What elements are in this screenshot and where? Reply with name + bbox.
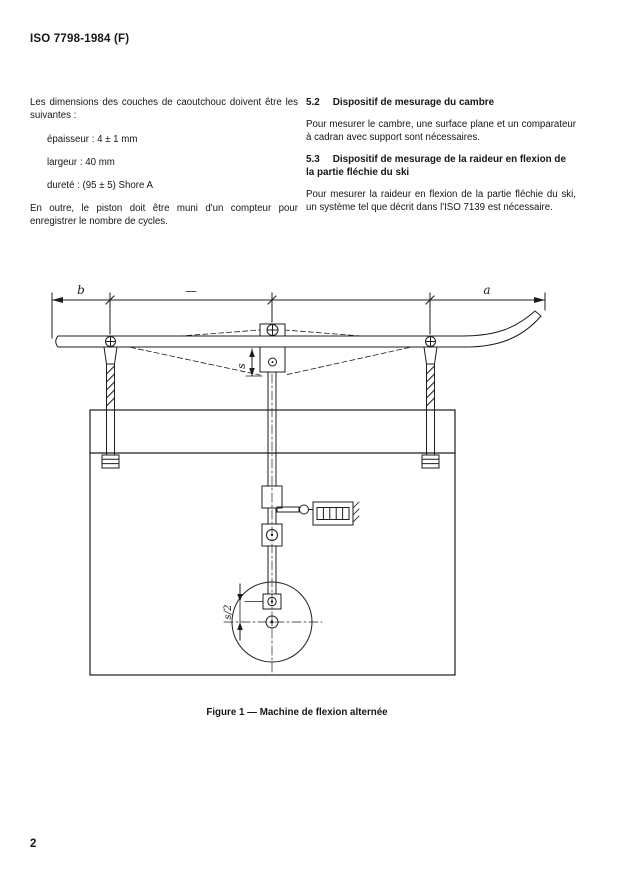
- dim-label-s2: s/2: [223, 605, 234, 620]
- paragraph-rubber-dimensions: Les dimensions des couches de caoutchouc…: [30, 97, 298, 121]
- section-body-5-2: Pour mesurer le cambre, une surface plan…: [306, 119, 576, 144]
- center-rod-assembly: [261, 371, 283, 595]
- dim-label-mid: —: [185, 284, 197, 298]
- left-support-rod: [101, 336, 120, 469]
- page-number: 2: [30, 838, 37, 850]
- center-clamp: [259, 323, 286, 373]
- list-item-hardness: dureté : (95 ± 5) Shore A: [47, 180, 154, 191]
- figure-caption: Figure 1 — Machine de flexion alternée: [206, 707, 388, 718]
- dim-label-s: s: [235, 363, 248, 369]
- figure-1-diagram: b — a s s/2: [51, 283, 546, 676]
- left-column: Les dimensions des couches de caoutchouc…: [30, 96, 298, 237]
- crank-disc: [223, 581, 323, 663]
- list-item-thickness: épaisseur : 4 ± 1 mm: [47, 134, 138, 145]
- dim-label-b: b: [77, 283, 85, 297]
- crank-radius-dimension: [237, 583, 264, 641]
- section-body-5-3: Pour mesurer la raideur en flexion de la…: [306, 189, 576, 214]
- machine-frame: [89, 409, 456, 676]
- list-item-width: largeur : 40 mm: [47, 157, 115, 168]
- section-title: Dispositif de mesurage de la raideur en …: [306, 154, 566, 179]
- document-reference: ISO 7798-1984 (F): [30, 33, 130, 45]
- cycle-counter: [276, 501, 360, 526]
- paragraph-counter-note: En outre, le piston doit être muni d'un …: [30, 203, 298, 227]
- deflection-dimension: [245, 348, 263, 377]
- section-title: Dispositif de mesurage du cambre: [332, 97, 495, 108]
- right-support-rod: [421, 336, 440, 469]
- section-heading-5-2: 5.2 Dispositif de mesurage du cambre: [306, 96, 576, 109]
- dim-label-a: a: [483, 283, 490, 297]
- right-column: 5.2 Dispositif de mesurage du cambre Pour…: [306, 96, 576, 223]
- top-dimension: [51, 292, 546, 339]
- ski-profile: [55, 310, 542, 348]
- section-number: 5.3: [306, 154, 320, 166]
- section-number: 5.2: [306, 97, 320, 108]
